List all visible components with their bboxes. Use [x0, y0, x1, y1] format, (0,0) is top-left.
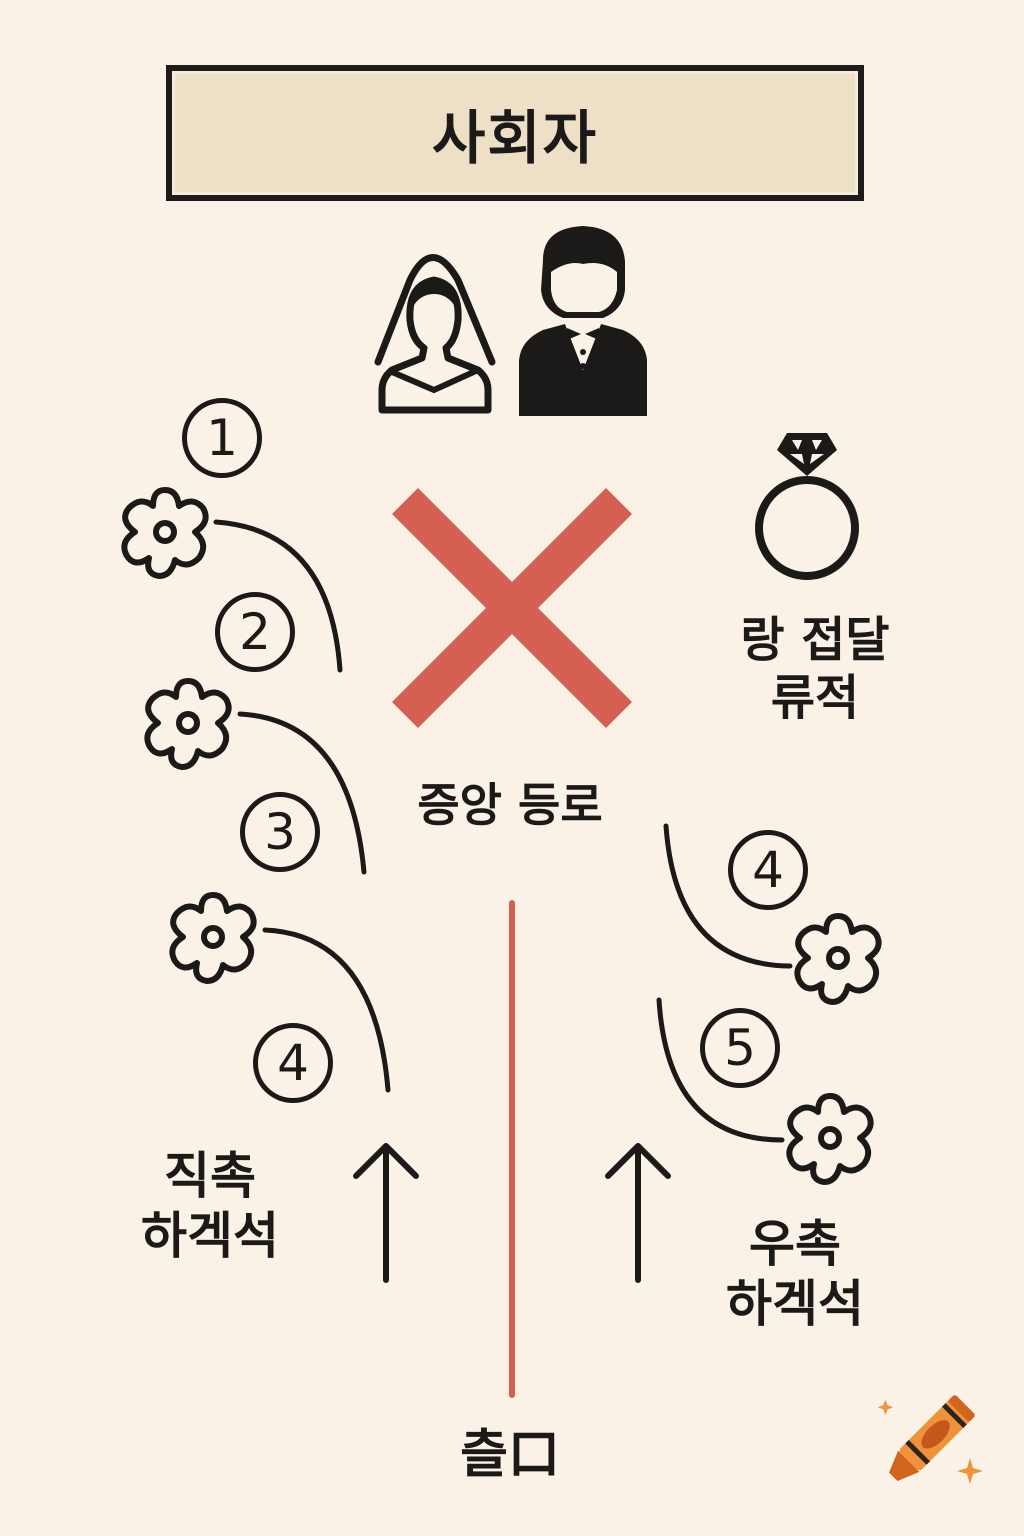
- seat-number-badge: 4: [728, 830, 808, 910]
- x-mark-icon: [392, 488, 632, 728]
- seat-number-badge: 3: [240, 792, 320, 872]
- entrance-label: 츨口: [460, 1425, 560, 1485]
- officiant-box: 사회자: [166, 65, 864, 201]
- left-guest-label: 직촉 하겍석: [120, 1146, 300, 1266]
- seat-number-badge: 2: [215, 592, 295, 672]
- seat-number-badge: 4: [253, 1023, 333, 1103]
- ring-label: 랑 접달 류적: [720, 612, 910, 727]
- officiant-label: 사회자: [431, 104, 599, 172]
- left-guest-label-line1: 직촉: [164, 1147, 256, 1205]
- seat-number-badge: 1: [182, 398, 262, 478]
- right-arrow-up-icon: [605, 1143, 671, 1283]
- right-flower-1-icon: [788, 908, 888, 1008]
- left-flower-2-icon: [138, 673, 238, 773]
- right-guest-label-line1: 우촉: [749, 1215, 841, 1273]
- bride-icon: [374, 254, 496, 414]
- right-flower-2-icon: [780, 1088, 880, 1188]
- aisle-label: 증앙 등로: [417, 778, 603, 832]
- ring-label-line2: 류적: [770, 669, 860, 726]
- aisle-line: [509, 900, 515, 1398]
- seat-number-badge: 5: [700, 1008, 780, 1088]
- left-arrow-up-icon: [353, 1143, 419, 1283]
- right-guest-label-line2: 하겍석: [726, 1275, 864, 1333]
- left-guest-label-line2: 하겍석: [141, 1207, 279, 1265]
- ring-label-line1: 랑 접달: [740, 612, 890, 668]
- ring-icon: [755, 433, 859, 580]
- right-guest-label: 우촉 하겍석: [705, 1214, 885, 1334]
- crayon-icon: [877, 1395, 983, 1484]
- left-flower-3-icon: [163, 887, 263, 987]
- groom-icon: [519, 226, 647, 416]
